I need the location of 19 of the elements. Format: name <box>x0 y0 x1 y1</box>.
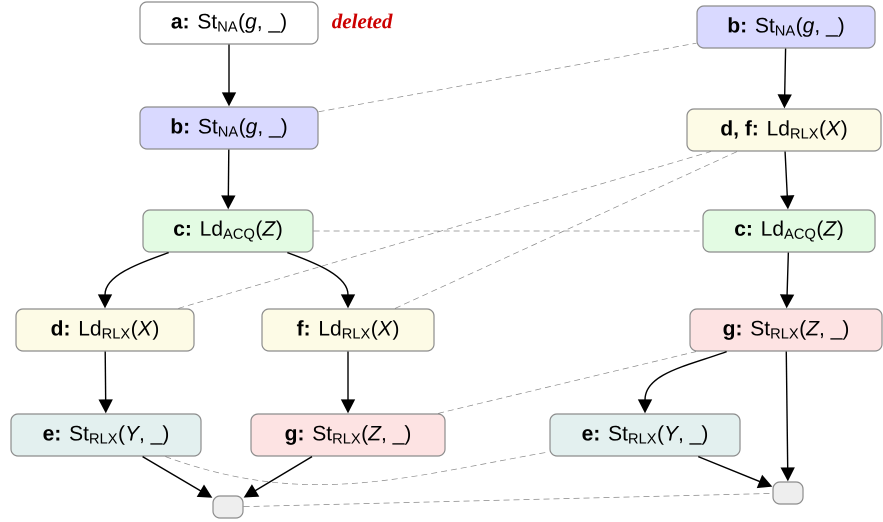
process-box: b: St$_{NA}$(g, _) <box>696 5 876 49</box>
process-box: d: Ld$_{RLX}$(X) <box>15 308 195 352</box>
process-box: f: Ld$_{RLX}$(X) <box>261 308 435 352</box>
process-box: a: St$_{NA}$(g, _) <box>139 1 319 45</box>
dashed-link <box>178 151 712 309</box>
process-box: g: St$_{RLX}$(Z, _) <box>250 413 446 457</box>
side-note: deleted <box>332 14 393 28</box>
process-box: c: Ld$_{ACQ}$(Z) <box>142 209 314 253</box>
process-box: e: St$_{RLX}$(Y, _) <box>10 413 202 457</box>
process-box: e: St$_{RLX}$(Y, _) <box>549 413 741 457</box>
empty-box <box>772 481 804 505</box>
process-box: b: St$_{NA}$(g, _) <box>139 106 319 150</box>
process-box: d, f: Ld$_{RLX}$(X) <box>686 108 882 152</box>
process-box: c: Ld$_{ACQ}$(Z) <box>702 209 876 253</box>
process-box: g: St$_{RLX}$(Z, _) <box>689 308 883 352</box>
empty-box <box>212 495 244 519</box>
dashed-link <box>438 351 696 414</box>
dashed-link <box>394 151 738 309</box>
dashed-link <box>318 42 697 112</box>
